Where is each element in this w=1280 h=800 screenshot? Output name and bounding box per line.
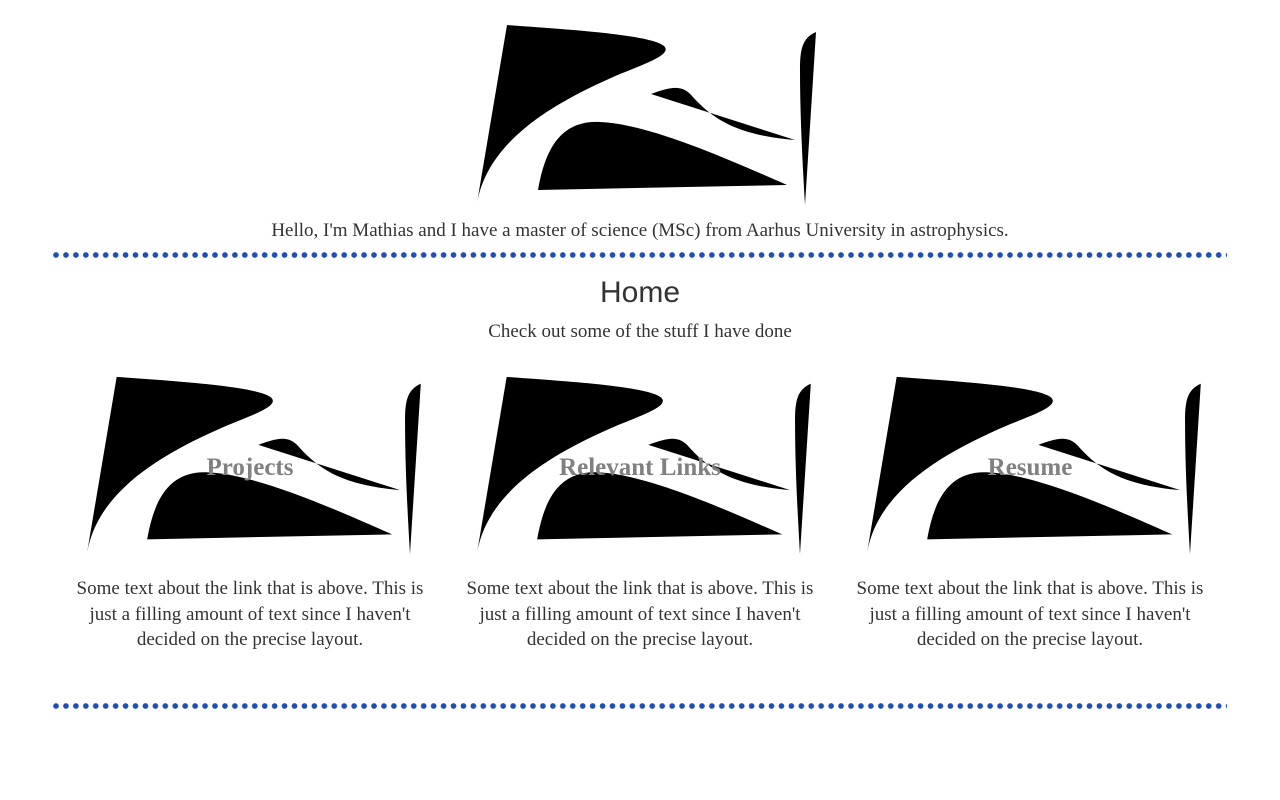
divider-bottom [53, 703, 1227, 709]
logo-icon[interactable] [470, 20, 820, 210]
intro-text: Hello, I'm Mathias and I have a master o… [271, 220, 1009, 241]
card-text: Some text about the link that is above. … [76, 578, 424, 650]
card-text: Some text about the link that is above. … [466, 578, 814, 650]
card-link-projects[interactable]: Projects [206, 454, 294, 481]
page-title: Home [599, 276, 681, 309]
divider-top [53, 252, 1227, 258]
card-link-relevant-links[interactable]: Relevant Links [559, 454, 721, 481]
card-text: Some text about the link that is above. … [856, 578, 1204, 650]
card-link-resume[interactable]: Resume [987, 454, 1073, 481]
page-subtitle: Check out some of the stuff I have done [488, 321, 792, 342]
